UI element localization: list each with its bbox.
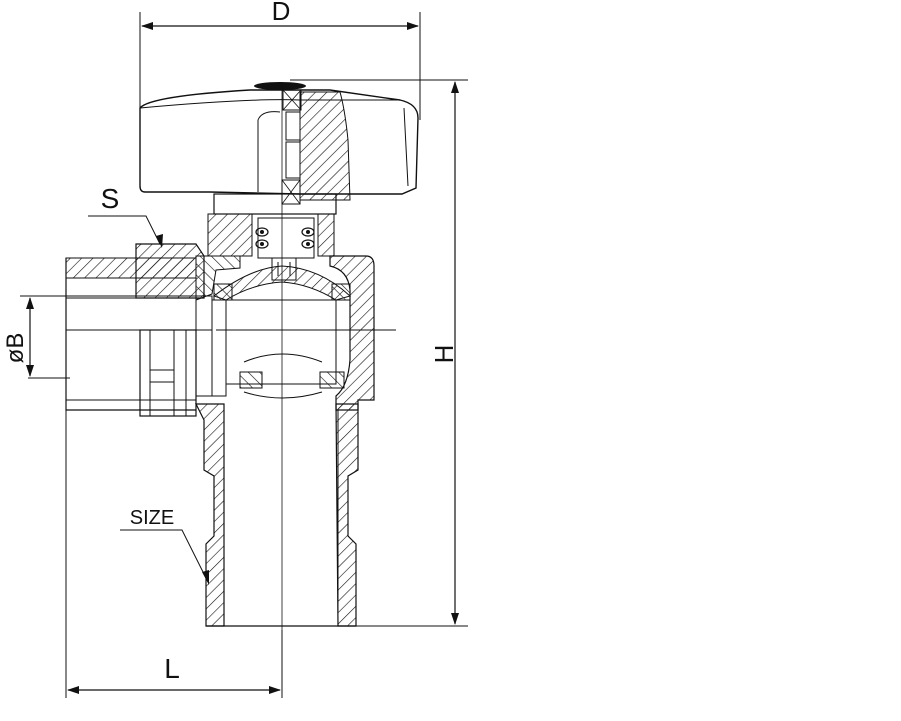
inlet-nut [65, 243, 212, 417]
dimension-b: øB [2, 295, 200, 379]
dimension-h: H [290, 79, 468, 627]
dimension-l: L [65, 410, 283, 698]
valve-body [195, 255, 396, 411]
o-rings [255, 227, 315, 249]
dimension-l-label: L [164, 653, 180, 684]
dimension-d-label: D [272, 0, 291, 26]
size-callout: SIZE [120, 507, 209, 585]
outlet-tube [195, 403, 359, 627]
s-label: S [101, 183, 120, 214]
dimension-d: D [139, 0, 421, 120]
dimension-b-label: øB [2, 333, 29, 364]
size-label: SIZE [130, 507, 174, 529]
valve-handle [139, 82, 419, 205]
dimension-h-label: H [429, 345, 459, 364]
s-callout: S [88, 183, 163, 248]
